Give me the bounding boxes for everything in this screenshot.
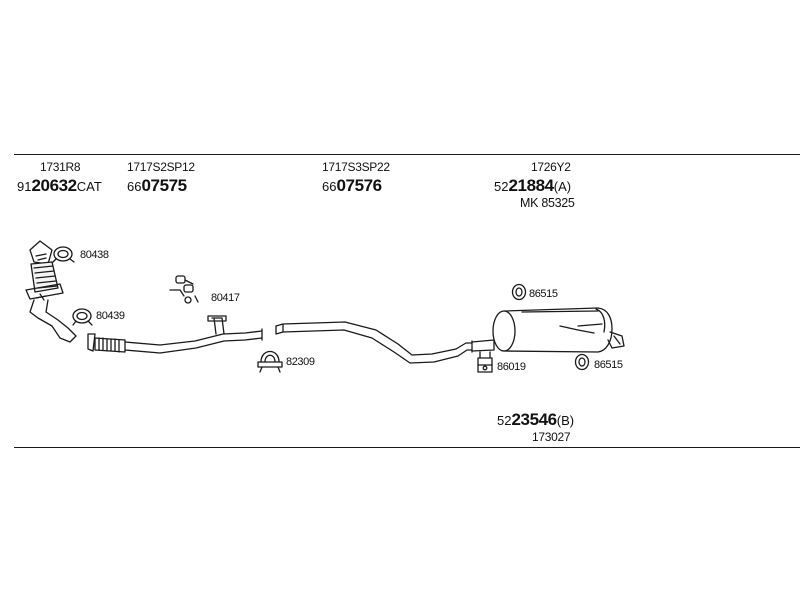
bracket-86019-icon — [477, 351, 493, 373]
col4-ref: 1726Y2 — [531, 160, 571, 174]
bottom-rule — [14, 447, 800, 448]
label-86019: 86019 — [497, 361, 526, 373]
catalytic-converter — [25, 240, 77, 343]
hanger-80417-icon — [169, 275, 199, 304]
col2-part-number: 6607575 — [127, 177, 187, 195]
clamp-80438-icon — [52, 246, 75, 263]
col1-prefix: 91 — [17, 179, 32, 194]
ring-86515-top-icon — [511, 283, 527, 301]
label-80417: 80417 — [211, 292, 240, 304]
ring-86515-bottom-icon — [574, 353, 590, 371]
front-pipe — [87, 315, 263, 354]
col2-ref: 1717S2SP12 — [127, 160, 195, 174]
col4-extra: MK 85325 — [520, 196, 575, 210]
col1-part-number: 9120632CAT — [17, 177, 102, 195]
clamp-80439-icon — [72, 308, 93, 326]
rear-number: 23546 — [511, 410, 557, 429]
col1-suffix: CAT — [76, 179, 102, 194]
col3-ref: 1717S3SP22 — [322, 160, 390, 174]
rear-prefix: 52 — [497, 413, 512, 428]
label-80439: 80439 — [96, 310, 125, 322]
clamp-82309-icon — [257, 350, 283, 373]
col4-number: 21884 — [508, 176, 554, 195]
col4-part-number: 5221884(A) — [494, 177, 571, 195]
col2-prefix: 66 — [127, 179, 142, 194]
rear-muffler — [471, 307, 625, 353]
top-rule — [14, 154, 800, 155]
label-80438: 80438 — [80, 249, 109, 261]
col1-number: 20632 — [31, 176, 77, 195]
label-82309: 82309 — [286, 356, 315, 368]
col4-suffix: (A) — [553, 179, 572, 194]
col4-prefix: 52 — [494, 179, 509, 194]
col1-ref: 1731R8 — [40, 160, 81, 174]
label-86515-bottom: 86515 — [594, 359, 623, 371]
rear-suffix: (B) — [556, 413, 575, 428]
label-86515-top: 86515 — [529, 288, 558, 300]
intermediate-pipe — [275, 321, 473, 364]
rear-muffler-part-number: 5223546(B) — [497, 411, 574, 429]
col3-prefix: 66 — [322, 179, 337, 194]
col2-number: 07575 — [141, 176, 187, 195]
col3-part-number: 6607576 — [322, 177, 382, 195]
col3-number: 07576 — [336, 176, 382, 195]
rear-ref: 173027 — [532, 430, 571, 444]
